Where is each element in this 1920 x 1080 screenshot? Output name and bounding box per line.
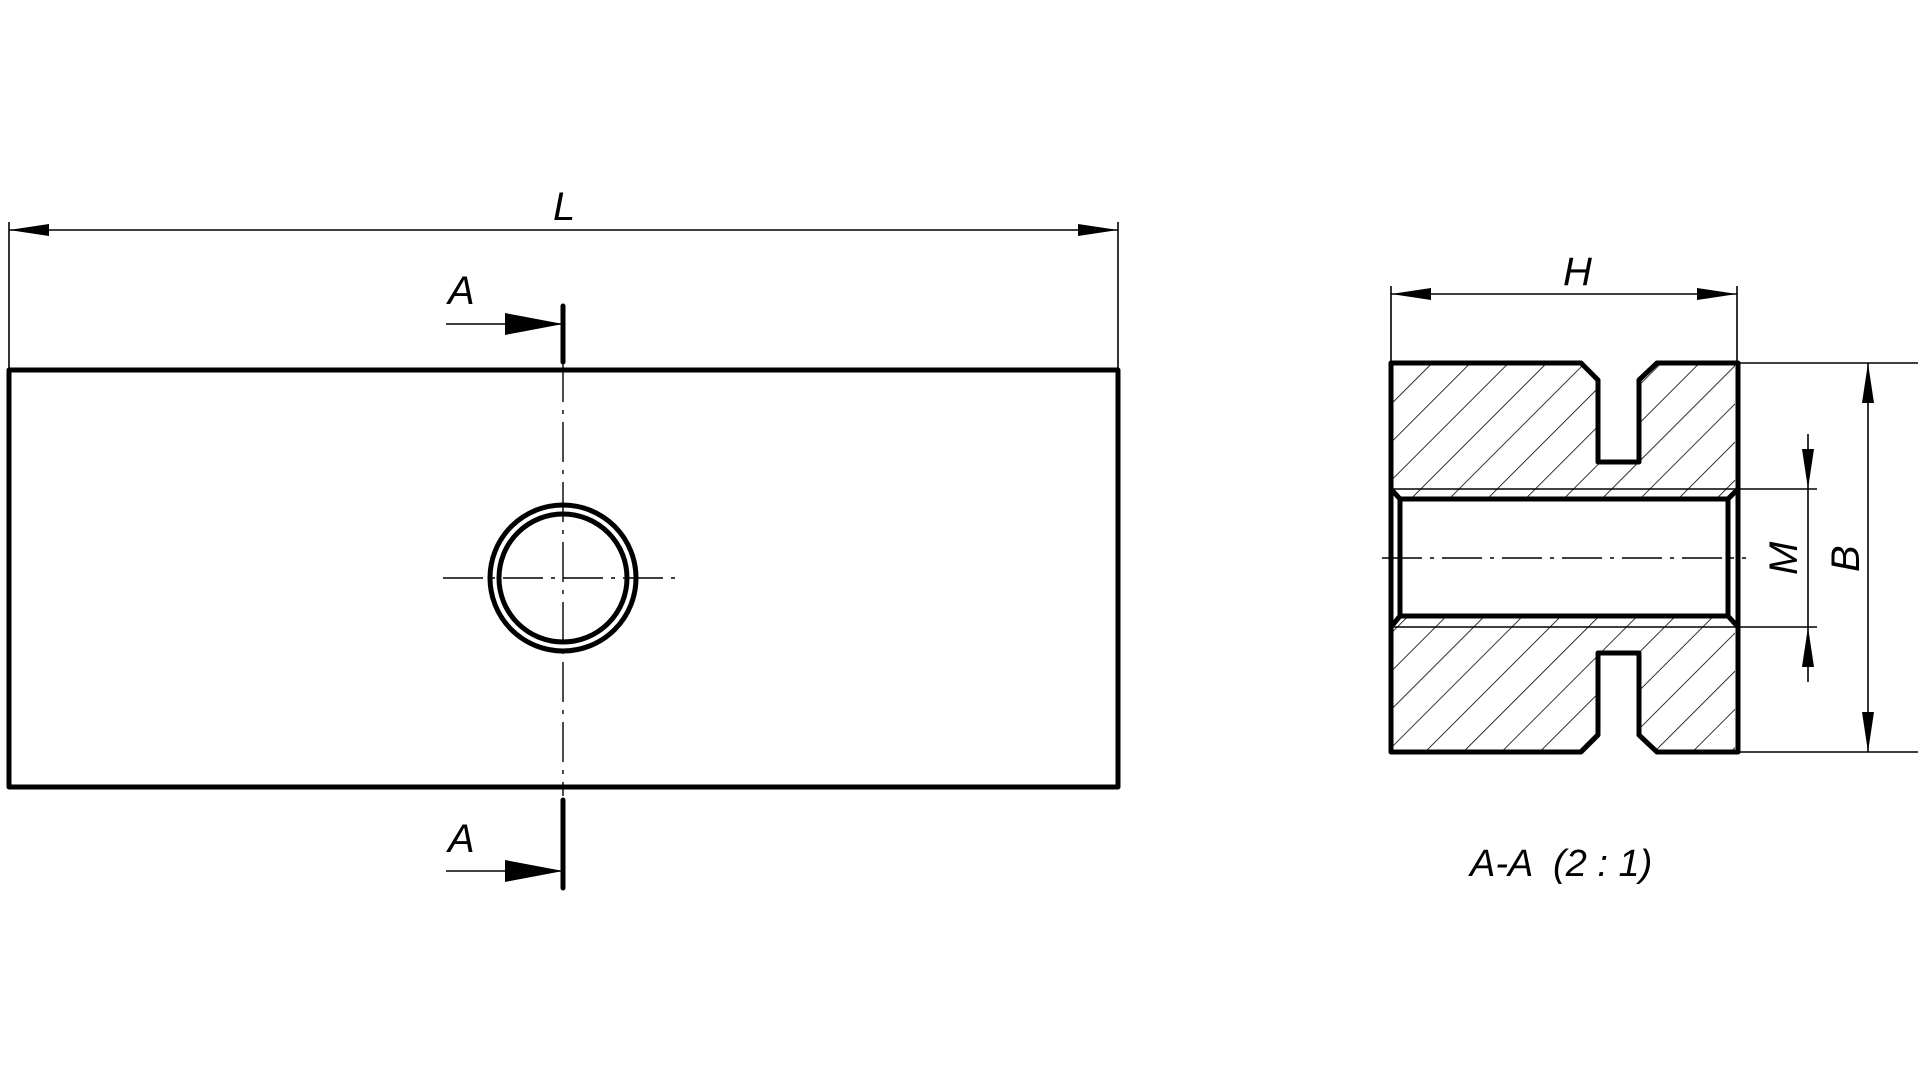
hatched-thread-bottom	[1393, 616, 1735, 627]
section-caption: A-A (2 : 1)	[1468, 843, 1652, 885]
hatched-section-bottom	[1393, 627, 1735, 750]
section-outline-bottom	[1388, 613, 1741, 755]
section-label-bottom: A	[446, 817, 475, 861]
section-view: H M B A-A (2 : 1)	[1382, 250, 1918, 885]
section-label-top: A	[446, 269, 475, 313]
front-view: L A A	[6, 185, 1121, 891]
dimension-b-label: B	[1824, 545, 1868, 572]
dimension-m-label: M	[1762, 541, 1806, 575]
hatched-section-top	[1393, 365, 1735, 489]
dimension-h-label: H	[1563, 250, 1592, 294]
section-outline-top	[1388, 360, 1741, 502]
dimension-l-label: L	[553, 185, 575, 229]
